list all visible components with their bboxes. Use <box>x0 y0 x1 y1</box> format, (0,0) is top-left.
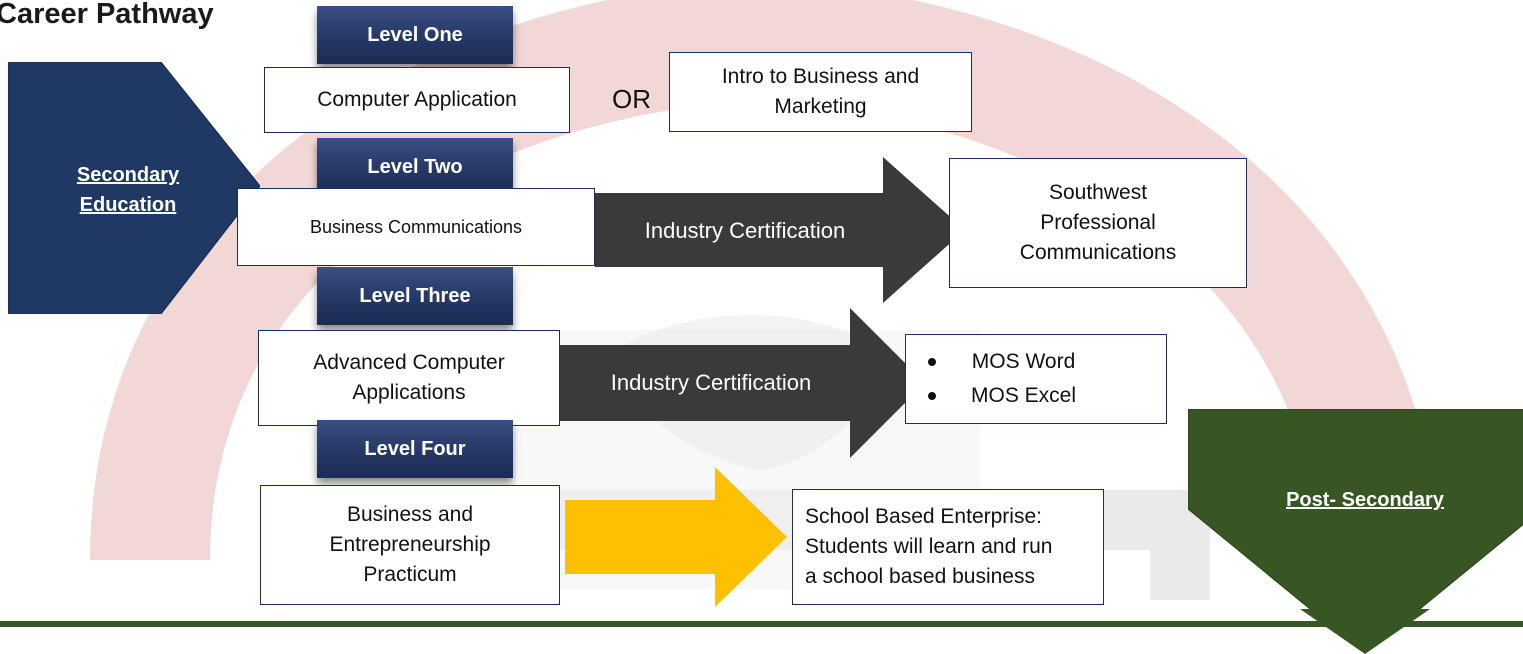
outcome-school-based-enterprise: School Based Enterprise: Students will l… <box>792 489 1104 605</box>
level-two-badge: Level Two <box>317 138 513 196</box>
course-computer-application: Computer Application <box>264 67 570 133</box>
course-intro-business-marketing: Intro to Business and Marketing <box>669 52 972 132</box>
level-one-badge: Level One <box>317 6 513 64</box>
secondary-education-label: Secondary Education <box>76 164 180 216</box>
post-secondary-arrow <box>1188 409 1523 654</box>
outcome-southwest-professional-communications: Southwest Professional Communications <box>949 158 1247 288</box>
industry-certification-label-1: Industry Certification <box>644 218 846 243</box>
post-secondary-label: Post- Secondary <box>1286 489 1444 511</box>
course-advanced-computer-applications: Advanced Computer Applications <box>258 330 560 426</box>
page-title: Career Pathway <box>0 0 214 30</box>
list-item: MOS Word <box>906 345 1076 379</box>
list-item: MOS Excel <box>906 379 1076 413</box>
bottom-divider-bar <box>0 621 1523 654</box>
school-based-enterprise-arrow <box>565 467 787 607</box>
secondary-education-arrow <box>8 62 260 314</box>
outcome-mos-certifications: MOS Word MOS Excel <box>905 334 1167 424</box>
industry-certification-arrow-2 <box>560 308 925 458</box>
industry-certification-arrow-1 <box>595 157 965 303</box>
level-three-badge: Level Three <box>317 267 513 325</box>
course-business-communications: Business Communications <box>237 188 595 266</box>
level-four-badge: Level Four <box>317 420 513 478</box>
industry-certification-label-2: Industry Certification <box>610 370 812 395</box>
or-label: OR <box>612 84 651 114</box>
course-business-entrepreneurship-practicum: Business and Entrepreneurship Practicum <box>260 485 560 605</box>
mos-list: MOS Word MOS Excel <box>906 345 1076 413</box>
post-secondary-arrow-tip <box>1300 609 1430 654</box>
